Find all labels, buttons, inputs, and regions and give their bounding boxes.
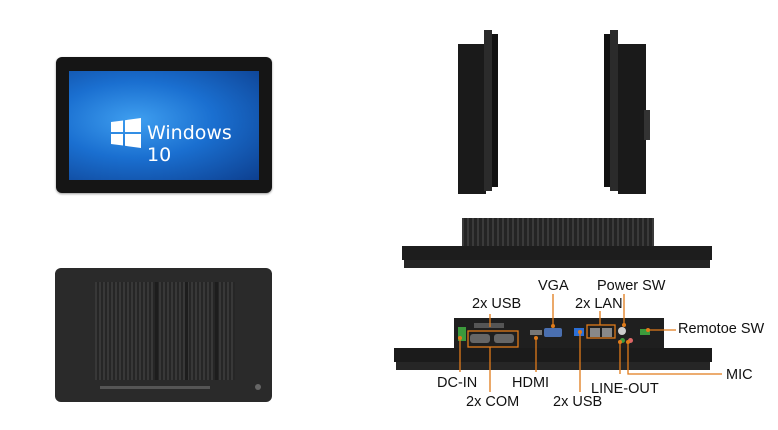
label-line-out: LINE-OUT	[591, 381, 659, 397]
label-usb-bottom: 2x USB	[553, 394, 603, 410]
label-vga: VGA	[538, 278, 569, 294]
usb-top-port	[474, 323, 504, 328]
heatsink-fins	[95, 282, 235, 380]
os-label: Windows 10	[147, 122, 232, 166]
usb-bottom-port	[574, 328, 584, 336]
io-view	[394, 318, 712, 370]
label-dc-in: DC-IN	[437, 375, 478, 391]
side-view-left	[458, 30, 500, 194]
label-mic: MIC	[726, 367, 753, 383]
label-lan: 2x LAN	[575, 296, 623, 312]
front-view-panel: Windows 10	[56, 57, 272, 193]
top-view	[402, 218, 712, 270]
ground-screw	[255, 384, 261, 390]
label-remote-sw: Remotoe SW	[678, 321, 765, 337]
side-view-right	[604, 30, 654, 194]
rear-view-panel	[55, 268, 272, 402]
label-power-sw: Power SW	[597, 278, 666, 294]
windows-logo-icon	[111, 118, 141, 148]
power-button	[618, 327, 626, 335]
label-usb-top: 2x USB	[472, 296, 522, 312]
com-port-2	[494, 334, 514, 343]
mic-jack	[628, 338, 633, 343]
hdmi-port	[530, 330, 542, 335]
screen-display: Windows 10	[69, 71, 259, 180]
dc-in-port	[458, 327, 466, 341]
lan-port-2	[602, 328, 612, 337]
rear-label-strip	[100, 386, 210, 389]
line-out-jack	[620, 338, 625, 343]
vga-port	[544, 328, 562, 337]
lan-port-1	[590, 328, 600, 337]
com-port-1	[470, 334, 490, 343]
remote-sw-connector	[640, 329, 650, 335]
label-com: 2x COM	[466, 394, 520, 410]
label-hdmi: HDMI	[512, 375, 550, 391]
